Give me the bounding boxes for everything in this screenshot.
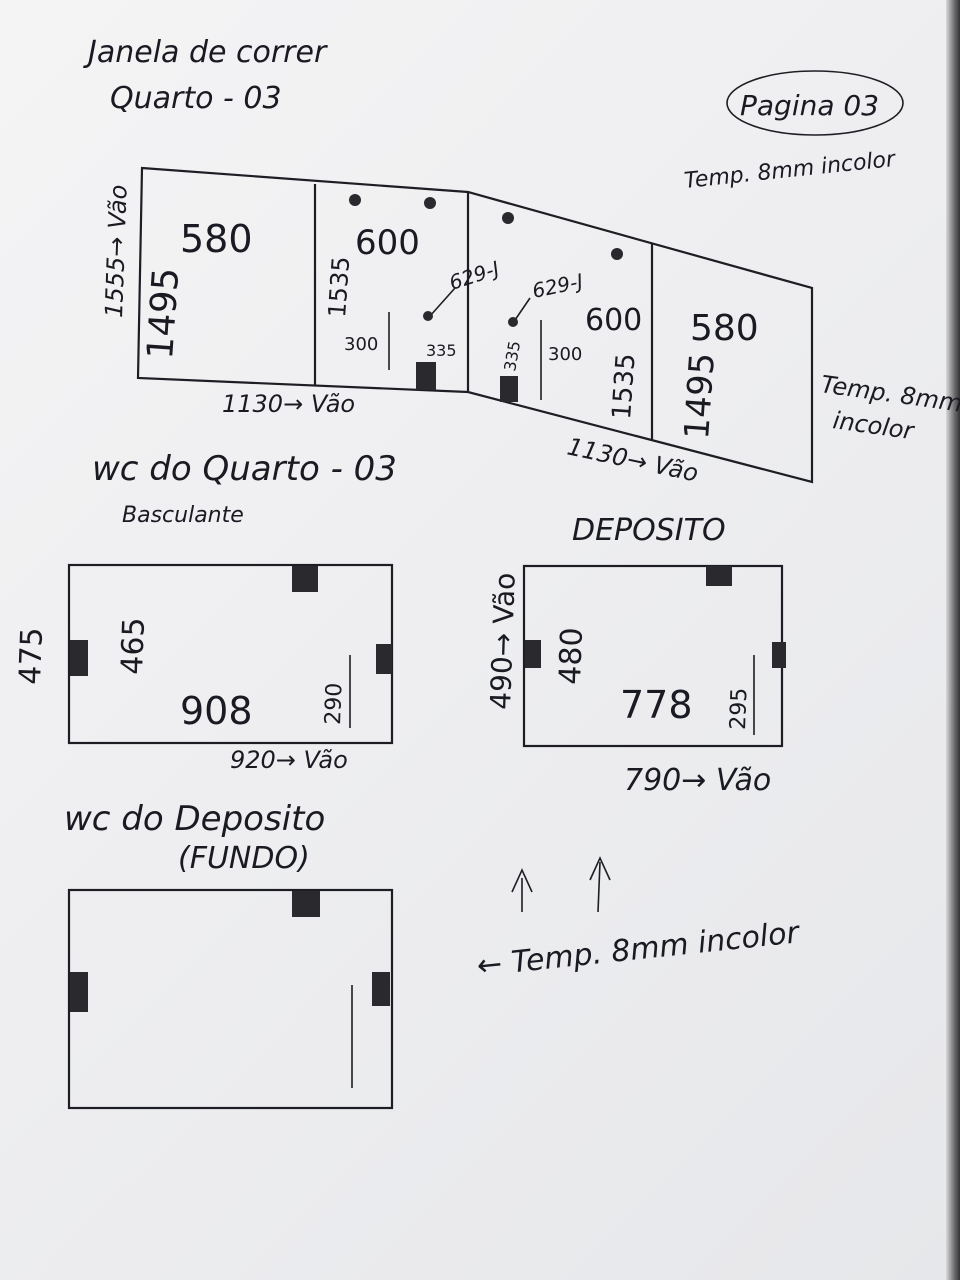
handle-block (772, 642, 786, 668)
panel-b-spacing: 335 (426, 341, 457, 360)
handle-block (706, 566, 732, 586)
vao-height-label: 1555→ Vão (100, 184, 133, 318)
wc-deposito-title: wc do Deposito (64, 799, 325, 839)
panel-c-spacing: 335 (500, 339, 524, 372)
handle-block (292, 566, 318, 592)
note-glass-spec: ← Temp. 8mm incolor (475, 915, 802, 984)
hole-leader-line (514, 297, 531, 321)
panel-a-height: 1495 (140, 266, 187, 360)
handle-block (70, 972, 88, 1012)
handle-block (70, 640, 88, 676)
panel-c-width: 600 (585, 303, 642, 338)
handle-block (416, 362, 436, 390)
panel-b-handle-dim: 300 (344, 334, 378, 355)
panel-c-hole-label: 629-J (530, 269, 585, 303)
vao-left-width: 1130→ Vão (222, 390, 355, 418)
title-line-1: Janela de correr (83, 35, 328, 70)
hole-marker (424, 197, 436, 209)
paper-edge-shadow (946, 0, 960, 1280)
wc-deposito-window (67, 888, 394, 1110)
panel-b-height: 1535 (323, 256, 355, 319)
wc-quarto-outer-height: 475 (13, 627, 50, 685)
deposito-vao-width: 790→ Vão (624, 763, 771, 798)
panel-b-width: 600 (355, 223, 420, 263)
hole-marker (349, 194, 361, 206)
handle-block (525, 640, 541, 668)
glass-spec-right-2: incolor (831, 406, 917, 445)
deposito-vao-height: 490→ Vão (484, 572, 522, 710)
hole-marker (423, 311, 433, 321)
deposito-title: DEPOSITO (572, 513, 726, 548)
page-label: Pagina 03 (740, 89, 879, 122)
wc-quarto-vao-width: 920→ Vão (230, 746, 348, 774)
deposito-height: 480 (553, 627, 590, 685)
panel-a-width: 580 (180, 217, 253, 261)
hole-marker (502, 212, 514, 224)
deposito-handle-dim: 295 (726, 687, 752, 730)
wc-quarto-title: wc do Quarto - 03 (92, 449, 397, 489)
page-label-circle (726, 70, 904, 136)
panel-b-hole-label: 629-J (446, 256, 502, 295)
panel-d-width: 580 (690, 308, 759, 349)
hole-leader-line (429, 287, 456, 317)
handle-block (292, 891, 320, 917)
panel-c-handle-dim: 300 (548, 344, 582, 365)
hole-marker (508, 317, 518, 327)
deposito-width: 778 (620, 683, 693, 727)
handle-block (376, 644, 392, 674)
vao-right-width: 1130→ Vão (565, 432, 701, 487)
up-arrow-icon (589, 856, 611, 913)
handle-block (372, 972, 390, 1006)
panel-d-height: 1495 (677, 352, 723, 441)
hole-marker (611, 248, 623, 260)
up-arrow-icon (511, 868, 533, 912)
wc-quarto-width: 908 (180, 689, 253, 733)
title-line-2: Quarto - 03 (110, 81, 282, 116)
panel-c-height: 1535 (607, 352, 642, 420)
wc-quarto-subtitle: Basculante (122, 503, 244, 528)
wc-quarto-inner-height: 465 (115, 617, 152, 675)
glass-spec-top: Temp. 8mm incolor (683, 147, 898, 194)
wc-quarto-handle-dim: 290 (321, 682, 347, 725)
wc-deposito-subtitle: (FUNDO) (178, 841, 310, 876)
handle-block (500, 376, 518, 402)
